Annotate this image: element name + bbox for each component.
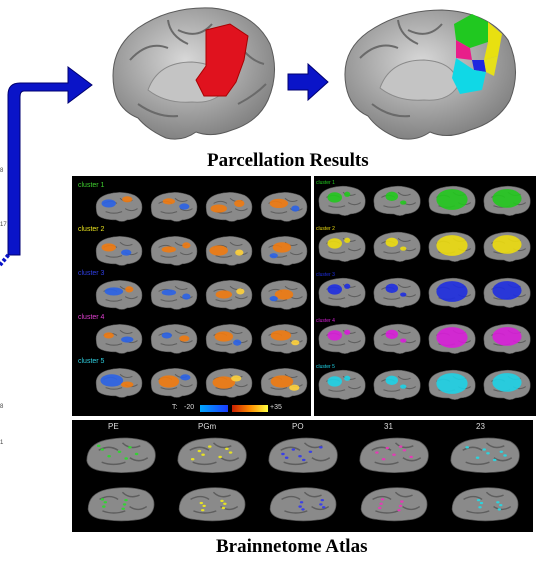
atlas-brain-lateral xyxy=(359,437,429,473)
atlas-brain-medial xyxy=(269,487,337,522)
tmap-brain xyxy=(205,280,253,310)
left-edge-mark: 1 xyxy=(0,440,4,446)
cluster-brain xyxy=(318,231,366,262)
tmap-brain xyxy=(95,324,143,354)
colorbar-max: +35 xyxy=(270,404,282,411)
atlas-brain-medial xyxy=(178,487,246,522)
atlas-brain-lateral xyxy=(177,437,247,473)
cluster-brain xyxy=(428,369,476,400)
cluster-brain xyxy=(428,323,476,354)
colorbar-positive xyxy=(232,405,268,412)
cluster-brain xyxy=(373,323,421,354)
colorbar-negative xyxy=(200,405,228,412)
atlas-region-label: 31 xyxy=(384,422,393,431)
atlas-region-label: PE xyxy=(108,422,119,431)
tmap-brain xyxy=(260,236,308,266)
tmap-brain xyxy=(150,236,198,266)
brain-medial-red-region xyxy=(112,7,275,140)
tmap-brain xyxy=(205,192,253,222)
cluster-brain xyxy=(428,231,476,262)
tmap-brain xyxy=(205,368,253,398)
tmap-brain xyxy=(95,236,143,266)
colorbar-prefix: T: xyxy=(172,404,178,411)
tmap-brain xyxy=(260,192,308,222)
cluster-brain xyxy=(373,277,421,308)
cluster-brain xyxy=(483,185,531,216)
tmap-brain xyxy=(260,324,308,354)
cluster-label: cluster 4 xyxy=(316,318,335,324)
cluster-brain xyxy=(318,185,366,216)
cluster-label: cluster 1 xyxy=(316,180,335,186)
cluster-label: cluster 4 xyxy=(78,314,105,321)
right-arrow-icon xyxy=(287,62,329,102)
cluster-map-panel: cluster 1 cluster 2 cluster 3 cluster 4 clus… xyxy=(314,176,536,416)
atlas-title: Brainnetome Atlas xyxy=(216,536,368,557)
left-edge-mark: 8 xyxy=(0,404,4,410)
cluster-brain xyxy=(373,231,421,262)
cluster-label: cluster 1 xyxy=(78,182,105,189)
tmap-brain xyxy=(150,324,198,354)
colorbar-min: -20 xyxy=(184,404,195,411)
cluster-brain xyxy=(318,277,366,308)
atlas-brain-lateral xyxy=(86,437,156,473)
cluster-label: cluster 2 xyxy=(78,226,105,233)
cluster-brain xyxy=(318,369,366,400)
atlas-brain-medial xyxy=(451,487,519,522)
cluster-brain xyxy=(318,323,366,354)
cluster-brain xyxy=(428,185,476,216)
atlas-brain-lateral xyxy=(450,437,520,473)
cluster-brain xyxy=(428,277,476,308)
atlas-region-panel: PE PGm PO 31 23 xyxy=(72,420,533,532)
tmap-brain xyxy=(205,236,253,266)
left-edge-mark: 17 xyxy=(0,222,7,228)
left-arrow-graphic xyxy=(0,66,93,267)
tmap-brain xyxy=(205,324,253,354)
cluster-label: cluster 2 xyxy=(316,226,335,232)
tmap-brain xyxy=(95,192,143,222)
atlas-brain-medial xyxy=(87,487,155,522)
cluster-brain xyxy=(483,231,531,262)
tmap-brain xyxy=(150,280,198,310)
tmap-brain xyxy=(150,192,198,222)
tmap-brain xyxy=(95,280,143,310)
atlas-region-label: PO xyxy=(292,422,304,431)
tmap-brain xyxy=(260,280,308,310)
cluster-brain xyxy=(483,369,531,400)
atlas-region-label: PGm xyxy=(198,422,217,431)
tmap-brain xyxy=(95,368,143,398)
cluster-brain xyxy=(483,277,531,308)
cluster-label: cluster 3 xyxy=(78,270,105,277)
cluster-brain xyxy=(373,369,421,400)
atlas-brain-medial xyxy=(360,487,428,522)
tmap-brain xyxy=(150,368,198,398)
cluster-brain xyxy=(373,185,421,216)
atlas-region-label: 23 xyxy=(476,422,485,431)
cluster-label: cluster 5 xyxy=(78,358,105,365)
brain-medial-parcellated xyxy=(344,9,516,140)
atlas-brain-lateral xyxy=(268,437,338,473)
cluster-label: cluster 5 xyxy=(316,364,335,370)
left-edge-mark: 8 xyxy=(0,168,4,174)
parcellation-title: Parcellation Results xyxy=(207,150,369,171)
tmap-brain xyxy=(260,368,308,398)
cluster-label: cluster 3 xyxy=(316,272,335,278)
cluster-brain xyxy=(483,323,531,354)
tmap-cluster-panel: cluster 1 cluster 2 cluster 3 cluster 4 clus… xyxy=(72,176,311,416)
